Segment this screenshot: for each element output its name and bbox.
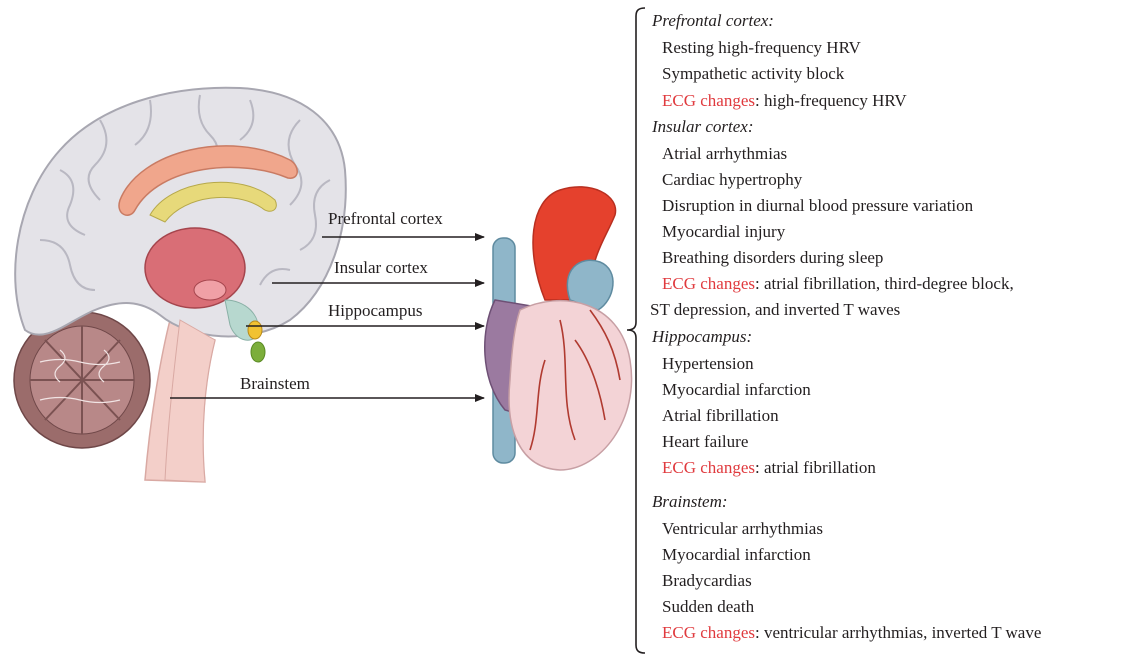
ecg-line: ECG changes: atrial fibrillation, third-… [662, 274, 1014, 294]
label-brainstem: Brainstem [240, 374, 310, 394]
ventricle [509, 301, 631, 470]
list-item: Sudden death [662, 597, 754, 617]
list-item: Resting high-frequency HRV [662, 38, 861, 58]
ecg-continuation: ST depression, and inverted T waves [650, 300, 900, 320]
list-item: Sympathetic activity block [662, 64, 844, 84]
ecg-text: : atrial fibrillation [755, 458, 876, 477]
label-prefrontal-cortex: Prefrontal cortex [328, 209, 443, 229]
ecg-label: ECG changes [662, 458, 755, 477]
ecg-line: ECG changes: ventricular arrhythmias, in… [662, 623, 1041, 643]
list-item: Hypertension [662, 354, 754, 374]
heart-illustration [485, 187, 632, 470]
list-item: Heart failure [662, 432, 748, 452]
ecg-text: : ventricular arrhythmias, inverted T wa… [755, 623, 1041, 642]
thalamus [145, 228, 245, 308]
ecg-label: ECG changes [662, 623, 755, 642]
label-insular-cortex: Insular cortex [334, 258, 428, 278]
list-item: Cardiac hypertrophy [662, 170, 802, 190]
heading-prefrontal: Prefrontal cortex: [652, 11, 774, 31]
ecg-label: ECG changes [662, 91, 755, 110]
list-item: Disruption in diurnal blood pressure var… [662, 196, 973, 216]
label-hippocampus: Hippocampus [328, 301, 422, 321]
ecg-line: ECG changes: high-frequency HRV [662, 91, 907, 111]
ecg-text: : high-frequency HRV [755, 91, 907, 110]
heading-hippocampus: Hippocampus: [652, 327, 752, 347]
ecg-line: ECG changes: atrial fibrillation [662, 458, 876, 478]
list-item: Atrial arrhythmias [662, 144, 787, 164]
effects-panel: Prefrontal cortex: Resting high-frequenc… [650, 0, 1140, 663]
list-item: Myocardial infarction [662, 380, 811, 400]
list-item: Myocardial infarction [662, 545, 811, 565]
list-item: Myocardial injury [662, 222, 785, 242]
list-item: Atrial fibrillation [662, 406, 779, 426]
brain-illustration [14, 88, 346, 482]
list-item: Breathing disorders during sleep [662, 248, 883, 268]
heading-brainstem: Brainstem: [652, 492, 728, 512]
list-item: Bradycardias [662, 571, 752, 591]
curly-brace [627, 8, 645, 653]
list-item: Ventricular arrhythmias [662, 519, 823, 539]
ecg-text: : atrial fibrillation, third-degree bloc… [755, 274, 1014, 293]
heading-insular: Insular cortex: [652, 117, 754, 137]
ecg-label: ECG changes [662, 274, 755, 293]
